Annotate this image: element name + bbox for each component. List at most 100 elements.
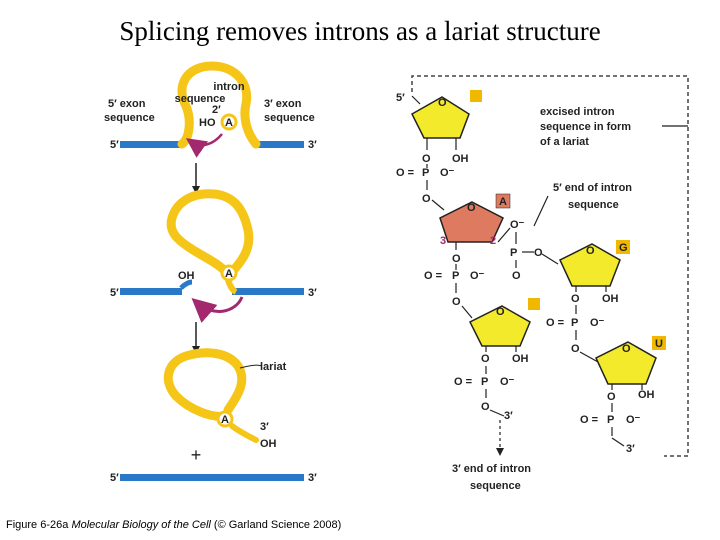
n1-oh: OH xyxy=(452,153,469,165)
five-exon-bar-2 xyxy=(120,288,182,295)
n2-ring-o: O xyxy=(467,202,476,214)
caption-book-title: Molecular Biology of the Cell xyxy=(71,519,211,531)
base-1 xyxy=(470,90,482,102)
caption-prefix: Figure 6-26a xyxy=(6,519,72,531)
three-exon-bar-2 xyxy=(232,288,304,295)
five-prime-label-2: 5′ xyxy=(110,287,119,299)
intron-loop xyxy=(177,61,261,149)
lariat-label: lariat xyxy=(260,361,287,373)
p3-o-minus: O⁻ xyxy=(470,270,485,282)
intron-label-2: sequence xyxy=(175,93,226,105)
intron-tail-2 xyxy=(225,279,238,295)
oh-label-2: OH xyxy=(178,270,195,282)
five-prime-label-1: 5′ xyxy=(110,139,119,151)
n2-bond-2 xyxy=(497,227,511,243)
adenine-label-1: A xyxy=(225,117,233,129)
five-end-label-2: sequence xyxy=(568,199,619,211)
p4-o-down: O xyxy=(571,343,580,355)
stage2: A OH 5′ 3′ xyxy=(110,189,317,323)
p2-down-o: O xyxy=(512,270,521,282)
base-u-label: U xyxy=(655,338,663,350)
three-exon-bar xyxy=(256,141,304,148)
attack-arrow-2 xyxy=(191,296,244,323)
p2-branch-o: O xyxy=(534,247,543,259)
two-prime-label: 2′ xyxy=(212,104,221,116)
p5-p: P xyxy=(481,376,488,388)
p6-o-minus: O⁻ xyxy=(626,414,641,426)
base-a-label: A xyxy=(499,196,507,208)
nu-o3: O xyxy=(607,391,616,403)
base-3 xyxy=(528,298,540,310)
p5-o-minus: O⁻ xyxy=(500,376,515,388)
p3-p: P xyxy=(452,270,459,282)
branch-adenine-3 xyxy=(216,410,234,428)
lariat-bracket xyxy=(411,75,689,457)
step-arrowhead-1 xyxy=(192,186,200,194)
lariat-loop xyxy=(163,348,247,421)
base-a-box xyxy=(495,193,511,209)
excised-label-1: excised intron xyxy=(540,106,615,118)
sugar-g xyxy=(559,243,621,287)
exon-end-hook xyxy=(179,279,193,290)
ng-bond-5 xyxy=(541,253,559,265)
excised-label-2: sequence in form xyxy=(540,121,631,133)
sugar-u xyxy=(595,341,657,385)
p5-o-down: O xyxy=(481,401,490,413)
n2-bond-5 xyxy=(431,199,445,211)
figure-caption: Figure 6-26a Molecular Biology of the Ce… xyxy=(6,519,341,531)
p1-p: P xyxy=(422,167,429,179)
n3-bond-5 xyxy=(461,305,473,319)
nu-bond-5 xyxy=(579,351,599,363)
n2-o3: O xyxy=(452,253,461,265)
p2-top-o: O⁻ xyxy=(510,219,525,231)
nucleotide-g: O G O OH O = P O⁻ O xyxy=(541,240,630,355)
three-end-label-1: 3′ end of intron xyxy=(452,463,531,475)
excised-label-3: of a lariat xyxy=(540,136,589,148)
five-end-pointer xyxy=(533,195,549,227)
p6-p: P xyxy=(607,414,614,426)
ng-ring-o: O xyxy=(586,245,595,257)
page-title: Splicing removes introns as a lariat str… xyxy=(119,16,601,46)
p1-o-minus: O⁻ xyxy=(440,167,455,179)
nu-ring-o: O xyxy=(622,343,631,355)
p5-bond-3p xyxy=(489,409,505,417)
three-exon-label-2: sequence xyxy=(264,112,315,124)
five-prime-label-3: 5′ xyxy=(110,472,119,484)
adenine-label-3: A xyxy=(221,414,229,426)
five-prime-right: 5′ xyxy=(396,92,405,104)
three-prime-label-2: 3′ xyxy=(308,287,317,299)
base-g-box xyxy=(616,240,630,254)
p6-bond-3p xyxy=(611,437,625,447)
ng-oh: OH xyxy=(602,293,619,305)
three-end-label-2: sequence xyxy=(470,480,521,492)
n3-o3: O xyxy=(481,353,490,365)
nucleotide-2: O A 3 2 O⁻ O P O O O = P O⁻ O xyxy=(424,193,543,308)
caption-suffix: (© Garland Science 2008) xyxy=(210,519,342,531)
sugar-3 xyxy=(468,305,531,347)
sugar-2-branch xyxy=(439,201,504,243)
intron-loop-2 xyxy=(166,189,254,281)
five-exon-label-1: 5′ exon xyxy=(108,98,146,110)
three-prime-right-1: 3′ xyxy=(504,410,513,422)
lariat-tail xyxy=(229,423,259,443)
three-prime-right-2: 3′ xyxy=(626,443,635,455)
nucleotide-3: O O OH O = P O⁻ O 3′ 3′ end of intron se… xyxy=(452,298,540,492)
p5-o-eq: O = xyxy=(454,376,472,388)
p2-branch-p: P xyxy=(510,247,517,259)
spliced-exons-bar xyxy=(120,474,304,481)
n3-oh: OH xyxy=(512,353,529,365)
carbon-2-label: 2 xyxy=(490,235,496,247)
adenine-label-2: A xyxy=(225,268,233,280)
five-end-label-1: 5′ end of intron xyxy=(553,182,632,194)
three-prime-label-4: 3′ xyxy=(308,472,317,484)
five-exon-label-2: sequence xyxy=(104,112,155,124)
plus-sign: + xyxy=(191,445,202,465)
nucleotide-u: O U O OH O = P O⁻ 3′ xyxy=(579,336,666,455)
n1-o3: O xyxy=(422,153,431,165)
three-prime-label-3: 3′ xyxy=(260,421,269,433)
stage1: intron sequence 5′ exon sequence 3′ exon… xyxy=(104,61,317,158)
ng-o3: O xyxy=(571,293,580,305)
ho-label: HO xyxy=(199,117,216,129)
branch-adenine xyxy=(220,113,238,131)
